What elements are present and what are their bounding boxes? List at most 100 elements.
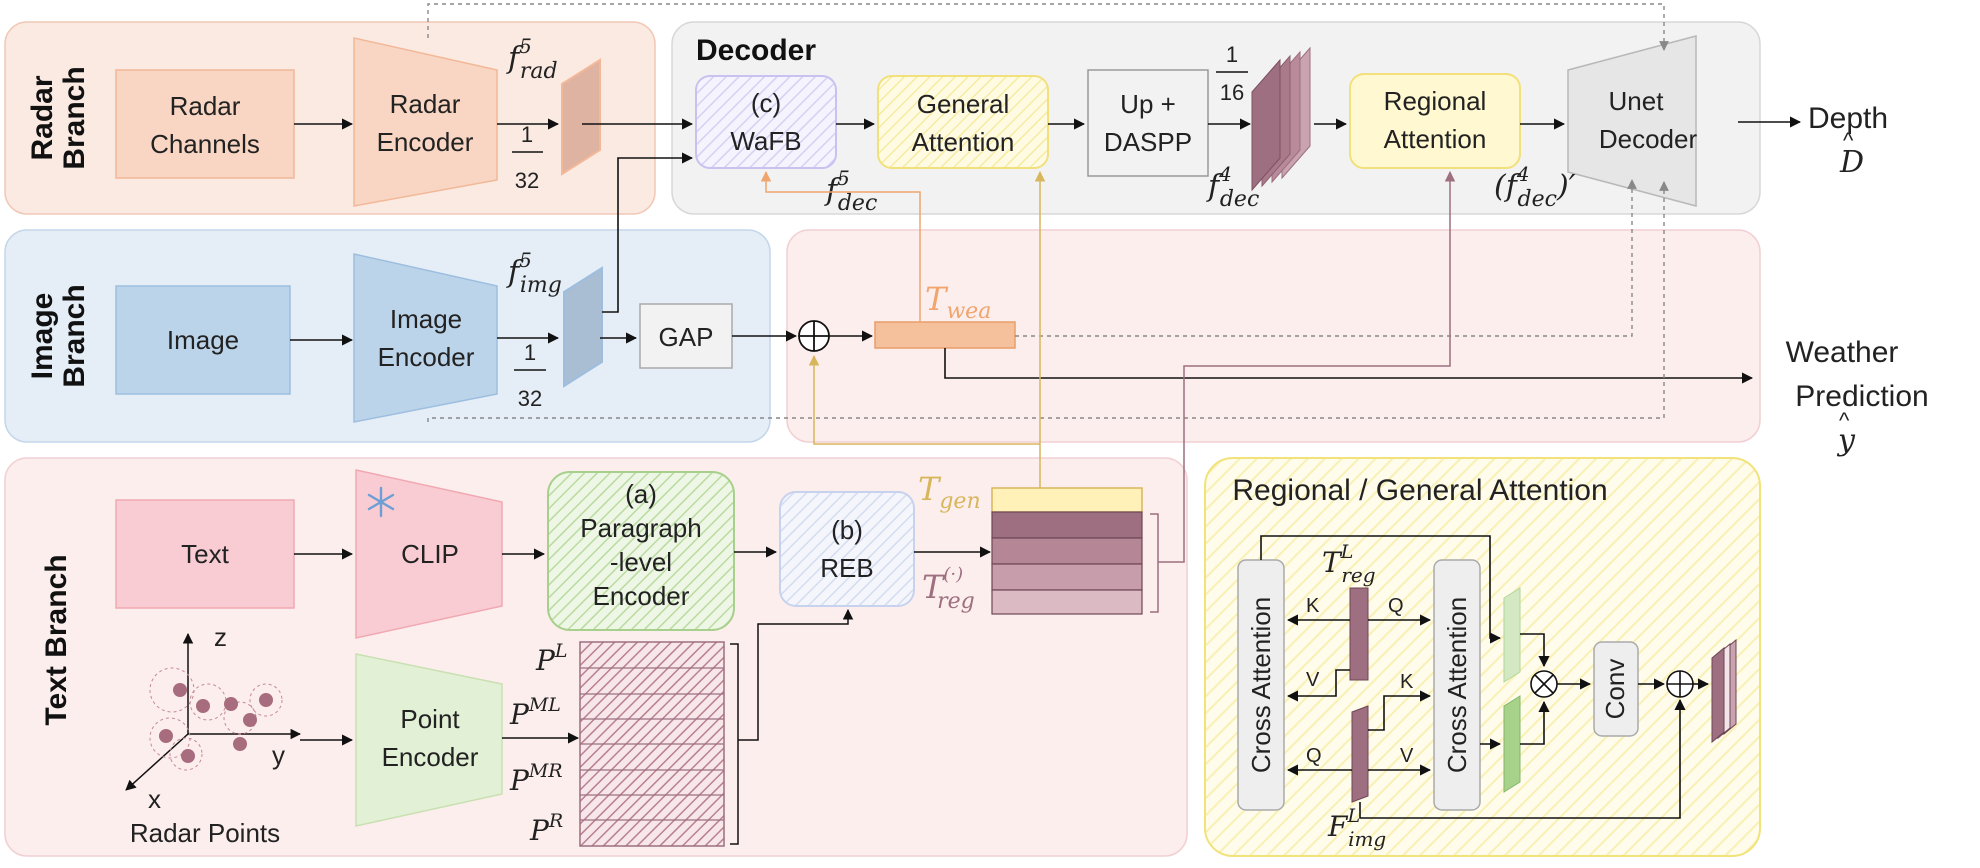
up-daspp-label: Up +DASPP <box>1104 89 1192 157</box>
t-reg-token-3 <box>991 563 1143 591</box>
skip-connection-radar <box>427 3 1669 51</box>
f-img-l-token <box>1351 705 1369 803</box>
wafb-label: (c)WaFB <box>730 88 801 156</box>
point-encoder <box>355 653 503 827</box>
radar-point <box>181 749 195 763</box>
residual-sum-node <box>1666 670 1694 698</box>
rad-scale-den: 32 <box>515 168 539 193</box>
weather-symbol: y <box>1836 423 1856 458</box>
gap-label: GAP <box>659 322 714 352</box>
dec-scale-den: 16 <box>1220 80 1244 105</box>
t-reg-label: T(·)reg <box>922 564 975 614</box>
k-label-2: K <box>1400 671 1414 693</box>
k-label-1: K <box>1306 595 1320 617</box>
attention-panel-title: Regional / General Attention <box>1232 474 1607 507</box>
regional-attention-block <box>1349 73 1521 169</box>
t-wea-label: Twea <box>925 280 991 324</box>
radar-point <box>233 737 247 751</box>
reb-label: (b)REB <box>820 515 873 583</box>
rad-scale-num: 1 <box>521 122 533 147</box>
wafb-block <box>695 75 837 169</box>
image-branch-label: ImageBranch <box>26 284 91 387</box>
t-reg-token-4 <box>991 589 1143 615</box>
attention-map-bottom <box>1503 695 1521 793</box>
radar-feature-map <box>561 58 601 176</box>
radar-points-label: Radar Points <box>130 818 280 848</box>
img-scale-num: 1 <box>524 340 536 365</box>
p-l-label: PL <box>535 640 567 677</box>
skip-connection-image <box>427 181 1669 422</box>
t-reg-token-1 <box>991 511 1143 539</box>
t-gen-label: Tgen <box>918 470 981 514</box>
radar-branch-label: RadarBranch <box>26 66 91 169</box>
v-label-2: V <box>1400 745 1414 767</box>
conv-label: Conv <box>1600 659 1630 720</box>
attention-map-top <box>1503 587 1521 683</box>
weather-token <box>874 321 1016 349</box>
radar-encoder <box>353 37 498 207</box>
general-attention-block <box>877 75 1049 169</box>
output-feature-stack <box>1711 638 1737 744</box>
radar-point <box>259 693 273 707</box>
img-scale-den: 32 <box>518 386 542 411</box>
dec-scale-num: 1 <box>1226 42 1238 67</box>
cross-attention-label-2: Cross Attention <box>1442 597 1472 773</box>
p-brace <box>730 610 848 845</box>
attention-panel <box>1204 457 1761 857</box>
depth-label: Depth <box>1808 102 1888 135</box>
t-gen-to-sum <box>808 354 1040 445</box>
v-label-1: V <box>1306 669 1320 691</box>
text-label: Text <box>181 539 229 569</box>
depth-symbol: D <box>1839 145 1864 180</box>
radar-point <box>196 699 210 713</box>
weather-to-wafb-line <box>760 170 921 322</box>
image-label: Image <box>167 325 239 355</box>
t-reg-token-2 <box>991 537 1143 565</box>
image-feature-map <box>563 266 603 388</box>
decoder-feature-stack <box>1251 46 1311 192</box>
t-reg-to-regional-attention <box>1168 170 1456 563</box>
t-gen-token <box>991 487 1143 513</box>
multiply-node <box>1530 670 1558 698</box>
axis-y-label: y <box>272 740 285 770</box>
p-mr-label: PMR <box>509 760 563 797</box>
radar-points-plot <box>125 632 302 791</box>
axis-z-label: z <box>214 622 227 652</box>
unet-decoder <box>1567 35 1697 207</box>
clip-label: CLIP <box>401 539 459 569</box>
radar-point <box>243 713 257 727</box>
weather-symbol-hat: ^ <box>1839 408 1850 433</box>
paragraph-encoder-block <box>547 471 735 631</box>
point-feature-stack <box>579 641 725 847</box>
text-branch-label: Text Branch <box>40 554 73 725</box>
p-ml-label: PML <box>509 694 561 731</box>
up-daspp-block <box>1087 69 1209 177</box>
radar-point <box>224 697 238 711</box>
radar-point <box>159 729 173 743</box>
cross-attention-block-2 <box>1433 559 1481 811</box>
radar-channels-block <box>115 69 295 179</box>
axis-x-label: x <box>148 784 161 814</box>
conv-block <box>1593 641 1639 737</box>
clip-encoder <box>355 469 503 639</box>
image-encoder <box>353 253 498 423</box>
p-r-label: PR <box>529 810 563 847</box>
weather-to-unet-dashed <box>1015 179 1637 337</box>
depth-symbol-hat: ^ <box>1843 128 1854 153</box>
